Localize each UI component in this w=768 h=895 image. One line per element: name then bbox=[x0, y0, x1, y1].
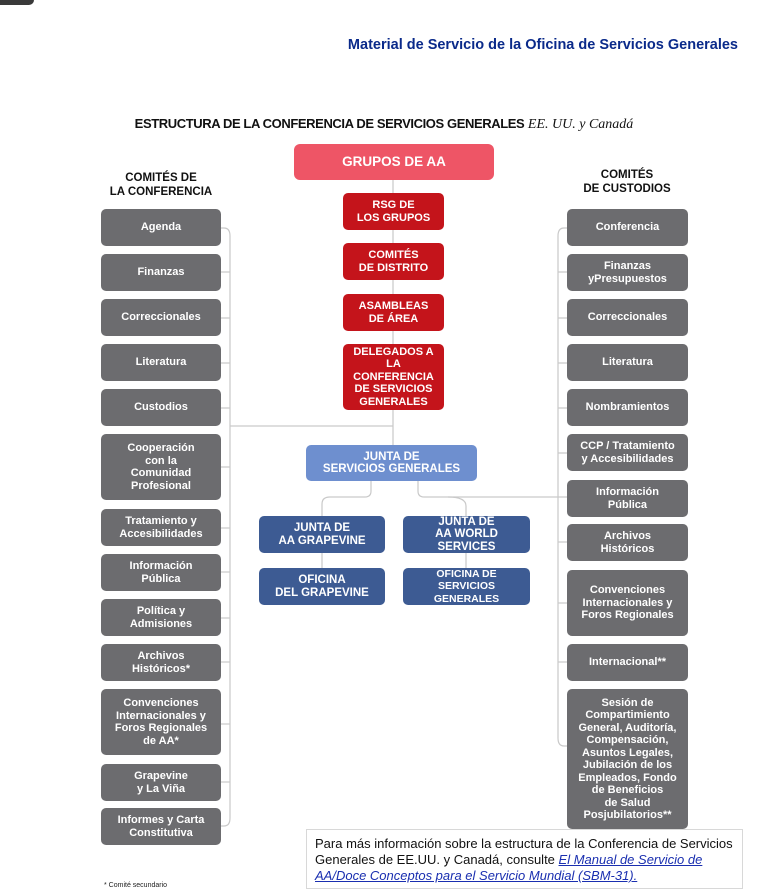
trustees-committee-conference: Conferencia bbox=[567, 209, 688, 246]
right-column-title: COMITÉS DE CUSTODIOS bbox=[583, 169, 671, 195]
trustees-committee-archives: Archivos Históricos bbox=[567, 524, 688, 561]
trustees-committee-public-info: Información Pública bbox=[567, 480, 688, 517]
aaws-board-box: JUNTA DE AA WORLD SERVICES bbox=[403, 516, 530, 553]
trustees-committee-conventions: Convenciones Internacionales y Foros Reg… bbox=[567, 570, 688, 636]
service-manual-link[interactable]: El Manual de Servicio de AA/Doce Concept… bbox=[315, 852, 703, 883]
area-assemblies-box: ASAMBLEAS DE ÁREA bbox=[343, 294, 444, 331]
conference-committee-policy: Política y Admisiones bbox=[101, 599, 221, 636]
trustees-committee-nominating: Nombramientos bbox=[567, 389, 688, 426]
conference-committee-archives: Archivos Históricos* bbox=[101, 644, 221, 681]
conference-committee-agenda: Agenda bbox=[101, 209, 221, 246]
conference-committee-corrections: Correccionales bbox=[101, 299, 221, 336]
page-header: Material de Servicio de la Oficina de Se… bbox=[347, 37, 738, 53]
conference-committee-literature: Literatura bbox=[101, 344, 221, 381]
left-column-title: COMITÉS DE LA CONFERENCIA bbox=[109, 172, 213, 198]
more-info-box: Para más información sobre la estructura… bbox=[306, 829, 743, 889]
footnote: * Comité secundario bbox=[104, 882, 168, 889]
conference-committee-treatment: Tratamiento y Accesibilidades bbox=[101, 509, 221, 546]
trustees-committee-sharing-session: Sesión de Compartimiento General, Audito… bbox=[567, 689, 688, 829]
diagram-title-region: EE. UU. y Canadá bbox=[527, 117, 634, 132]
conference-committee-conventions: Convenciones Internacionales y Foros Reg… bbox=[101, 689, 221, 755]
grapevine-board-box: JUNTA DE AA GRAPEVINE bbox=[259, 516, 385, 553]
trustees-committee-literature: Literatura bbox=[567, 344, 688, 381]
delegates-box: DELEGADOS A LA CONFERENCIA DE SERVICIOS … bbox=[343, 344, 444, 410]
corner-tab bbox=[0, 0, 34, 5]
conference-committee-grapevine: Grapevine y La Viña bbox=[101, 764, 221, 801]
trustees-committee-corrections: Correccionales bbox=[567, 299, 688, 336]
conference-committee-public-info: Información Pública bbox=[101, 554, 221, 591]
general-service-board-box: JUNTA DE SERVICIOS GENERALES bbox=[306, 445, 477, 481]
more-info-text: Para más información sobre la estructura… bbox=[315, 836, 733, 867]
trustees-committee-cpc-treatment: CCP / Tratamiento y Accesibilidades bbox=[567, 434, 688, 471]
gso-office-box: OFICINA DE SERVICIOS GENERALES bbox=[403, 568, 530, 605]
conference-committee-trustees: Custodios bbox=[101, 389, 221, 426]
conference-committee-report-charter: Informes y Carta Constitutiva bbox=[101, 808, 221, 845]
conference-committee-finance: Finanzas bbox=[101, 254, 221, 291]
grapevine-office-box: OFICINA DEL GRAPEVINE bbox=[259, 568, 385, 605]
aa-groups-box: GRUPOS DE AA bbox=[294, 144, 494, 180]
conference-committee-cpc: Cooperación con la Comunidad Profesional bbox=[101, 434, 221, 500]
district-committees-box: COMITÉS DE DISTRITO bbox=[343, 243, 444, 280]
diagram-title-main: ESTRUCTURA DE LA CONFERENCIA DE SERVICIO… bbox=[134, 116, 525, 131]
diagram-title: ESTRUCTURA DE LA CONFERENCIA DE SERVICIO… bbox=[0, 116, 768, 133]
trustees-committee-finance: Finanzas yPresupuestos bbox=[567, 254, 688, 291]
trustees-committee-international: Internacional** bbox=[567, 644, 688, 681]
gsr-box: RSG DE LOS GRUPOS bbox=[343, 193, 444, 230]
